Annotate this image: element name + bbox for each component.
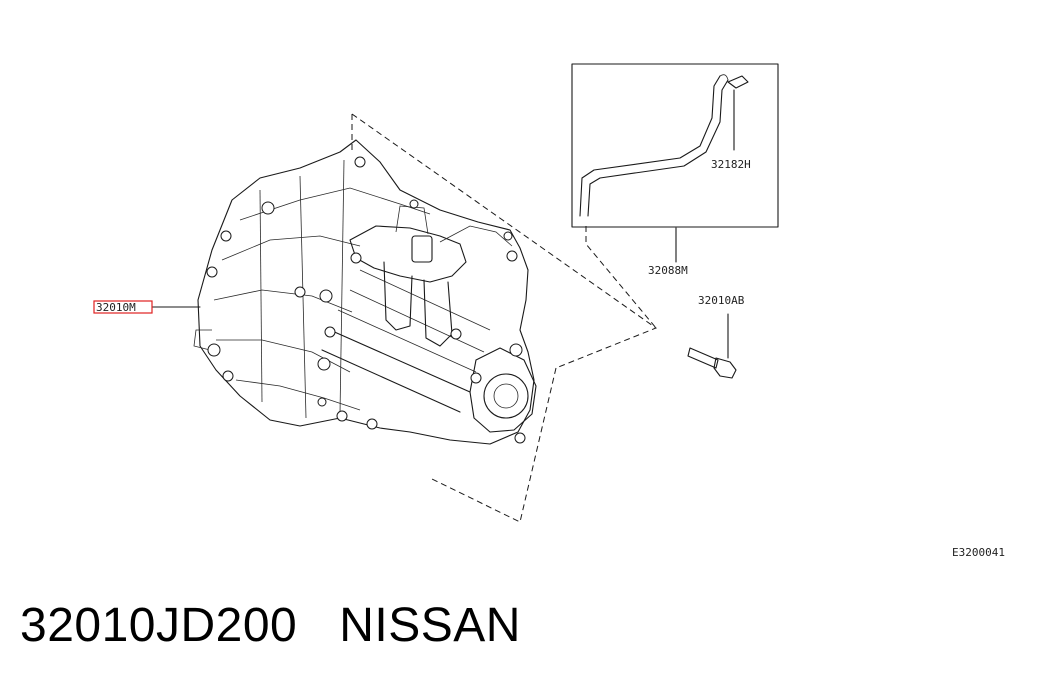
callout-highlight-box	[93, 300, 153, 314]
transmission-housing	[193, 139, 537, 445]
part-caption: 32010JD200 NISSAN	[20, 598, 521, 653]
figure-code: E3200041	[952, 546, 1005, 559]
part-number: 32010JD200	[20, 599, 298, 652]
exploded-view-frame	[351, 113, 658, 523]
callout-bolt: 32010AB	[698, 294, 745, 307]
housing-bolts	[206, 156, 526, 444]
callout-transaxle: 32010M	[96, 301, 136, 314]
callout-breather-hose: 32088M	[648, 264, 688, 277]
bolt-part: 32010AB	[687, 294, 745, 379]
breather-inset: 32182H	[571, 63, 779, 228]
brand-name: NISSAN	[339, 599, 521, 652]
callout-breather-clip: 32182H	[711, 158, 751, 171]
